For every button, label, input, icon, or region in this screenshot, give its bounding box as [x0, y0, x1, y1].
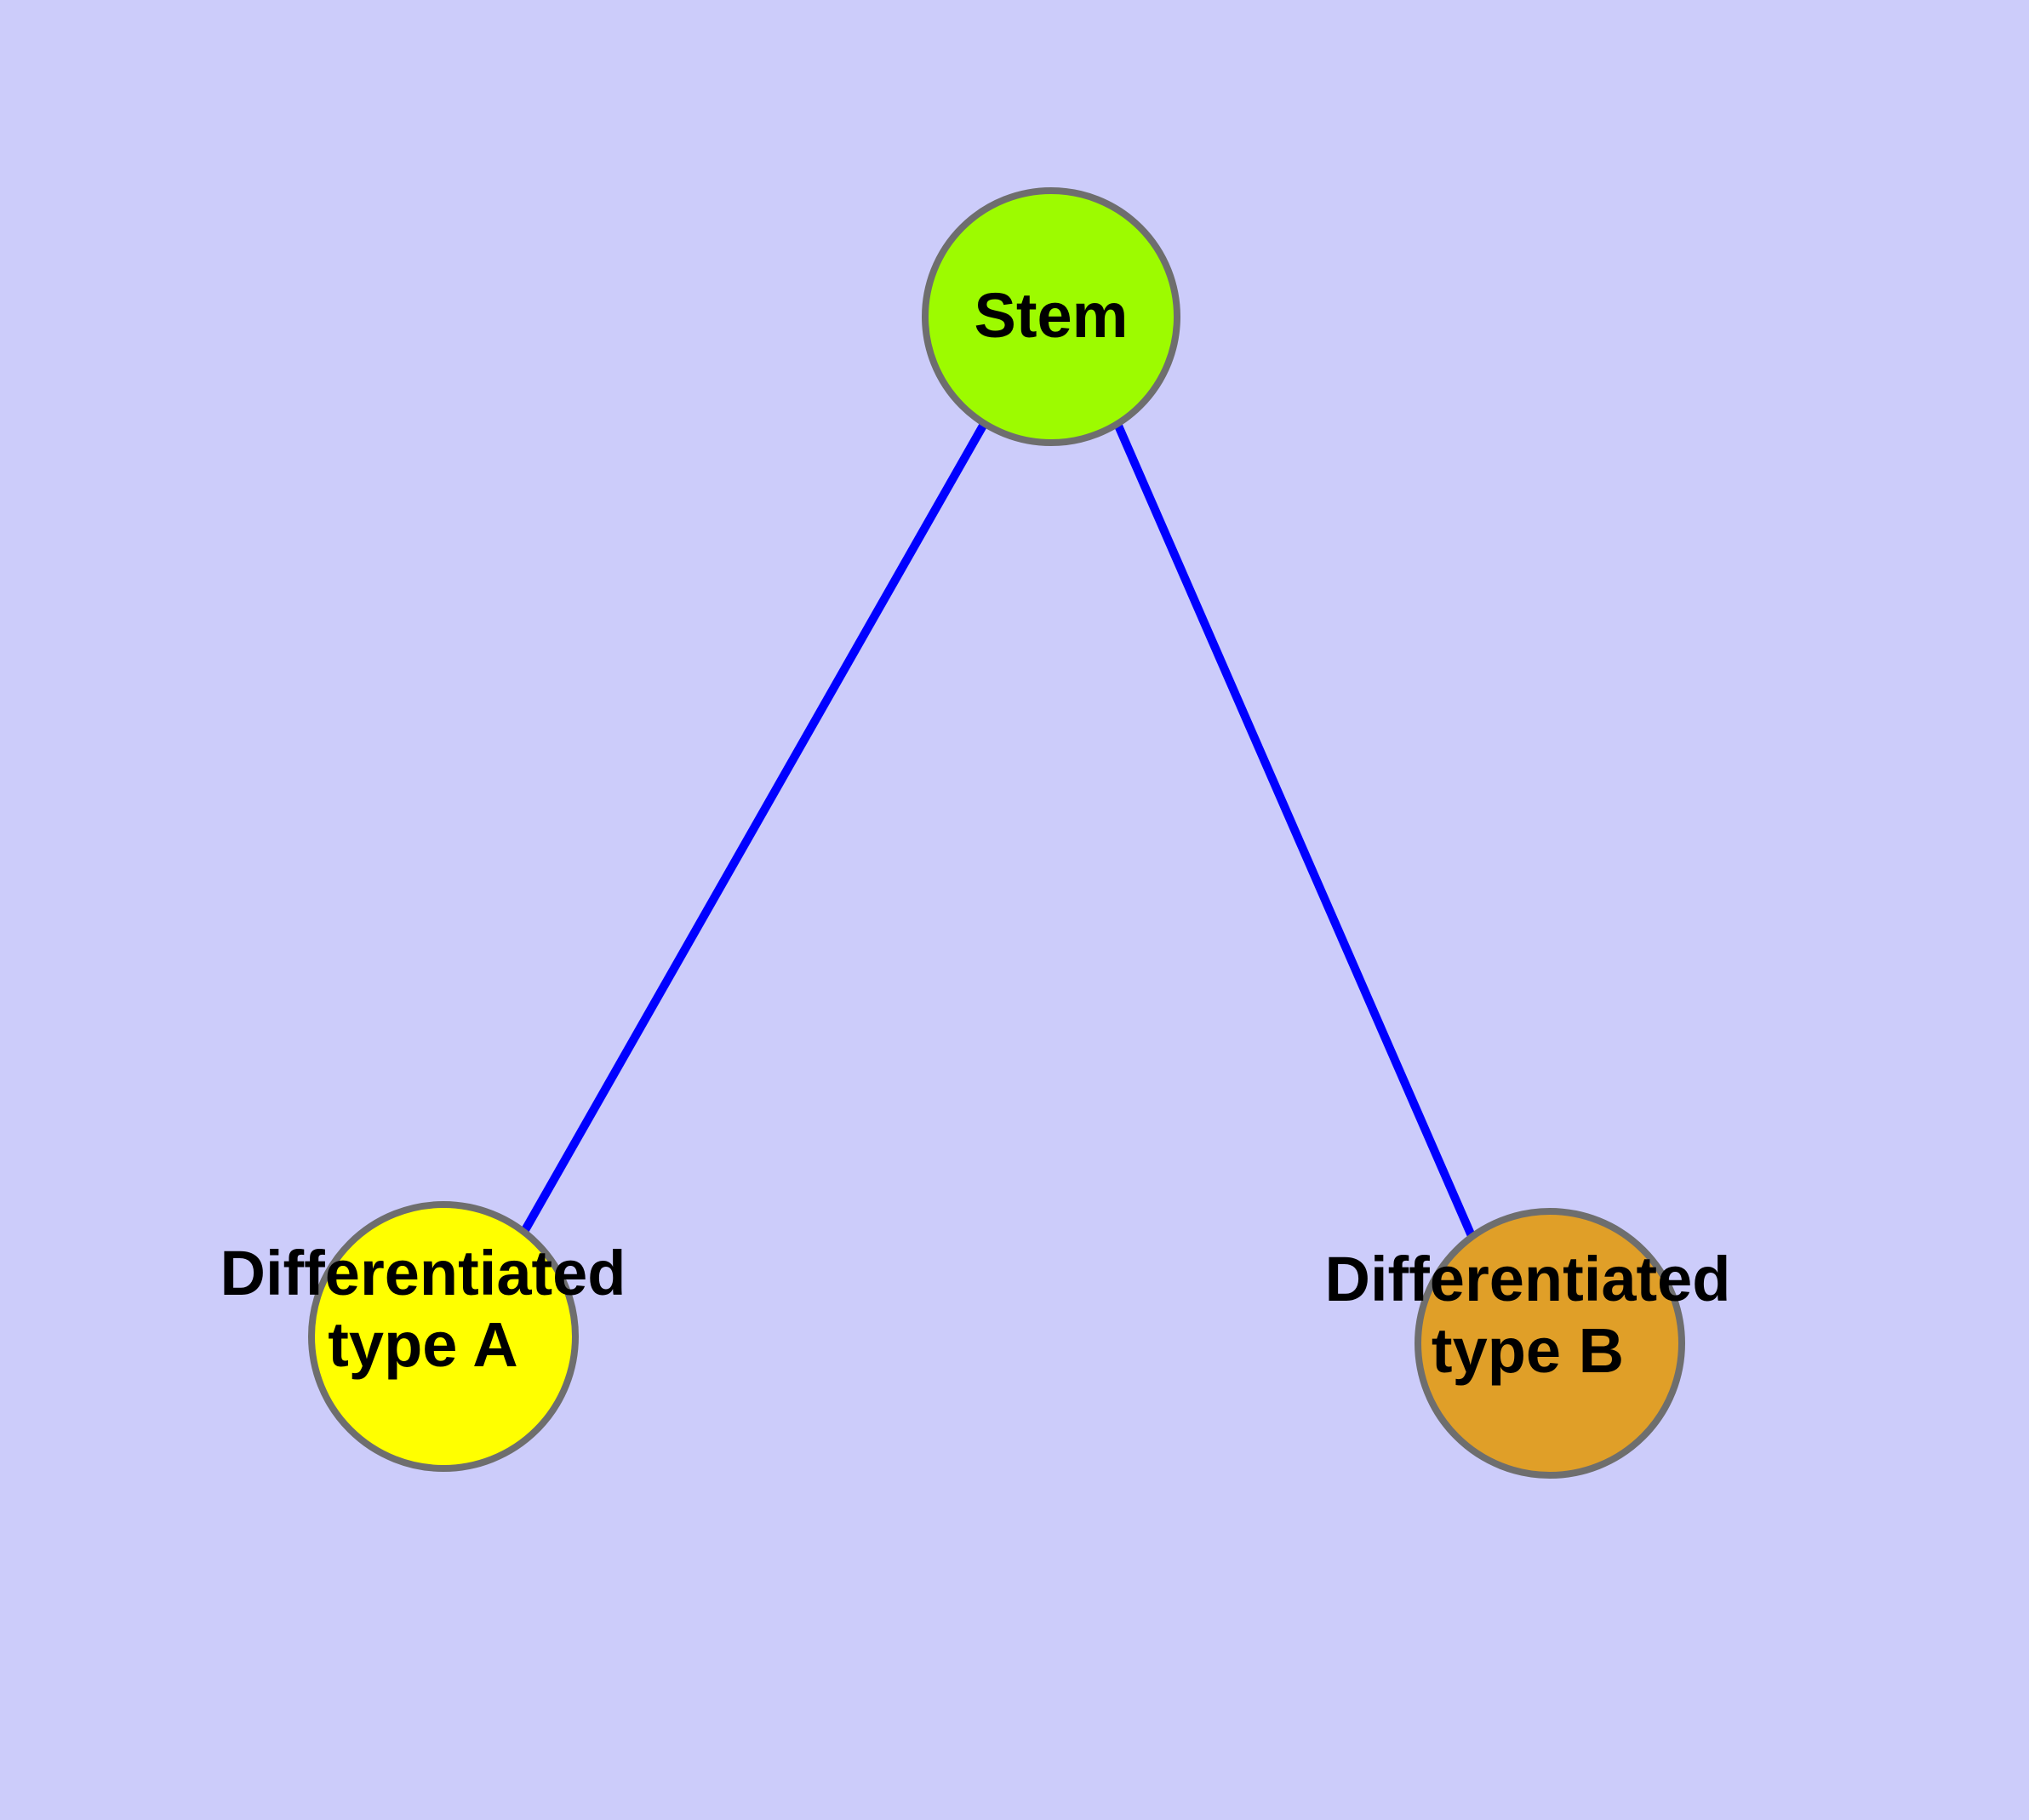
- node-label-line: type B: [1432, 1314, 1624, 1385]
- node-circle-diff-a[interactable]: [308, 1201, 579, 1472]
- node-label-line: Stem: [974, 280, 1129, 351]
- edges-layer: [517, 423, 1479, 1245]
- node-circle-stem[interactable]: [922, 187, 1180, 446]
- node-stem[interactable]: [922, 187, 1180, 446]
- node-label-stem: Stem: [974, 280, 1129, 351]
- node-diff-b[interactable]: [1415, 1208, 1685, 1479]
- nodes-layer: [308, 187, 1685, 1479]
- node-diff-a[interactable]: [308, 1201, 579, 1472]
- node-label-line: Differentiated: [1325, 1244, 1731, 1314]
- node-circle-diff-b[interactable]: [1415, 1208, 1685, 1479]
- edge-stem-to-diff-b[interactable]: [1114, 424, 1479, 1245]
- edge-stem-to-diff-a[interactable]: [517, 423, 987, 1239]
- node-label-line: Differentiated: [220, 1238, 626, 1308]
- node-label-line: type A: [328, 1308, 517, 1379]
